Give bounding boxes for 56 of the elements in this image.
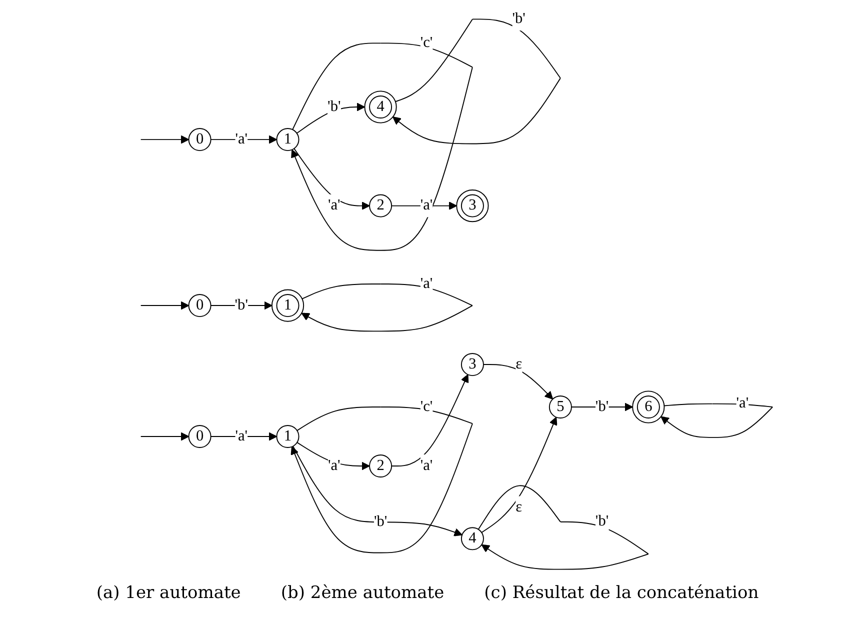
edge-label: 'a' — [327, 457, 340, 474]
arrow — [140, 301, 189, 310]
arrow — [296, 442, 370, 470]
arrow — [140, 432, 189, 441]
arrow — [293, 148, 370, 210]
arrow — [210, 301, 272, 310]
node-circle: 2 — [368, 454, 392, 478]
edge-label: 'a' — [234, 130, 248, 148]
edge-label: 'b' — [594, 398, 608, 415]
node-circle: 5 — [548, 395, 572, 418]
arrow — [392, 18, 560, 144]
caption: (c) Résultat de la concaténation — [484, 583, 759, 603]
arrow — [390, 374, 468, 466]
edge-label: ε — [515, 356, 522, 372]
arrow — [296, 102, 365, 134]
caption: (a) 1er automate — [96, 583, 241, 603]
edge-label: 'a' — [736, 395, 748, 412]
node-circle: 4 — [460, 527, 484, 550]
arrow — [290, 42, 472, 251]
edge-label: 'b' — [234, 296, 248, 314]
edge-label: 'b' — [373, 513, 387, 530]
node-circle: 1 — [276, 425, 299, 448]
arrow — [290, 406, 472, 554]
arrow — [210, 135, 277, 144]
node-circle: 4 — [364, 90, 396, 124]
arrow — [292, 446, 462, 536]
arrow — [390, 202, 457, 210]
node-circle: 0 — [188, 294, 211, 318]
arrow — [482, 364, 553, 400]
node-circle: 0 — [188, 128, 211, 152]
node-circle: 1 — [276, 128, 299, 152]
edge-label: 'a' — [420, 197, 432, 214]
node-circle: 0 — [188, 425, 211, 448]
node-circle: 1 — [270, 289, 304, 322]
node-circle: 3 — [460, 353, 484, 376]
edge-label: ε — [515, 499, 522, 516]
arrow — [477, 485, 648, 570]
edge-label: 'b' — [512, 10, 525, 27]
edge-label: 'c' — [420, 34, 432, 51]
edge-label: 'b' — [594, 513, 608, 530]
node-circle: 2 — [368, 194, 392, 218]
arrow — [480, 416, 557, 533]
arrow — [570, 402, 632, 412]
edge-label: 'b' — [327, 98, 340, 115]
arrow — [300, 284, 472, 332]
edge-label: 'c' — [420, 398, 432, 415]
arrow — [140, 135, 189, 144]
node-circle: 3 — [456, 190, 488, 222]
arrow — [660, 403, 773, 438]
node-circle: 6 — [632, 390, 664, 424]
edge-label: 'a' — [420, 275, 432, 292]
edge-label: 'a' — [420, 457, 432, 474]
edge-label: 'a' — [327, 197, 340, 214]
arrow — [210, 432, 277, 441]
edge-label: 'a' — [234, 428, 248, 444]
caption: (b) 2ème automate — [280, 583, 444, 603]
